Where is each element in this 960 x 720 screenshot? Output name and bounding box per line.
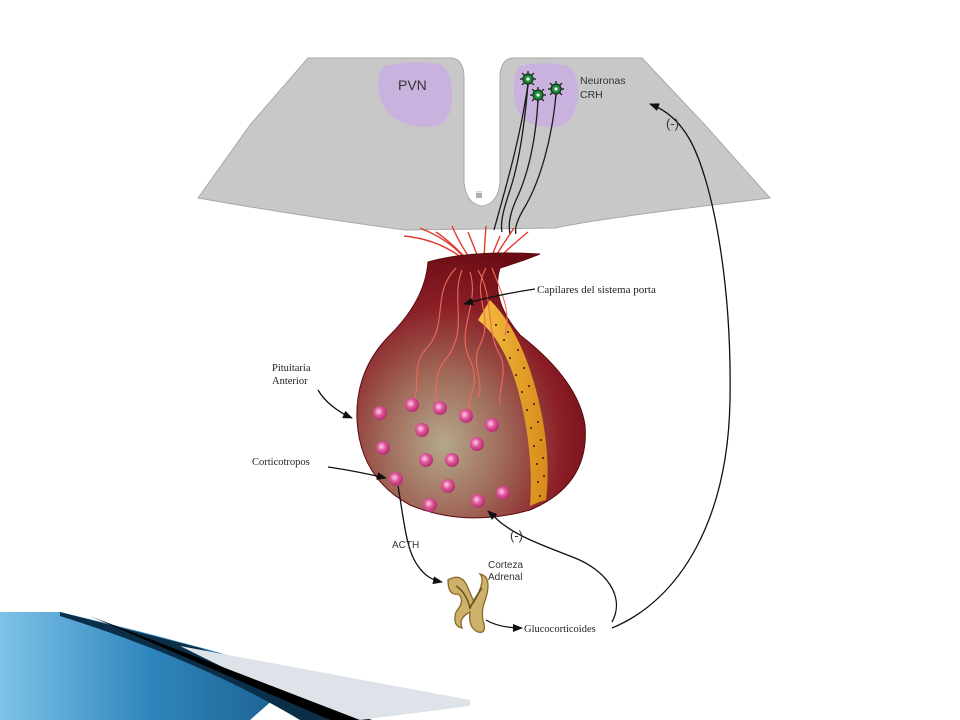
cell [415, 423, 429, 437]
label-corticotropos: Corticotropos [252, 457, 310, 468]
label-corteza: Corteza [488, 560, 523, 571]
label-neuronas: Neuronas [580, 75, 626, 87]
label-third-ventricle: iii [476, 190, 482, 200]
label-pvn: PVN [398, 77, 427, 93]
crh-neuron-3 [548, 81, 564, 97]
label-anterior: Anterior [272, 376, 308, 387]
cell [485, 418, 499, 432]
label-capilares: Capilares del sistema porta [537, 284, 656, 296]
cell [405, 398, 419, 412]
pvn-nucleus-left [378, 62, 452, 127]
hypothalamus [197, 57, 772, 231]
crh-axons [493, 83, 557, 235]
cell [470, 437, 484, 451]
cell [459, 409, 473, 423]
arrows [317, 103, 731, 632]
label-adrenal: Adrenal [488, 572, 522, 583]
label-acth: ACTH [392, 540, 419, 551]
anterior-pituitary [356, 252, 586, 519]
label-glucocorticoides: Glucocorticoides [524, 624, 596, 635]
cell [373, 406, 387, 420]
cell [471, 494, 485, 508]
corticotrope-cells [373, 398, 510, 512]
slide-stripe-decoration [0, 612, 470, 720]
label-pituitaria: Pituitaria [272, 363, 311, 374]
arrow-capilares [463, 288, 536, 306]
arrow-feedback-hypothalamus [611, 103, 731, 629]
cell [389, 472, 403, 486]
label-feedback-pituitary: (-) [510, 528, 523, 543]
crh-neuron-1 [520, 71, 536, 87]
cell [419, 453, 433, 467]
arrow-acth [397, 485, 443, 585]
cell [445, 453, 459, 467]
label-feedback-hypothalamus: (-) [666, 116, 679, 131]
arrow-pituitaria [317, 389, 353, 419]
cell [496, 486, 510, 500]
cell [423, 498, 437, 512]
arrow-corticotropos [327, 466, 387, 480]
cell [433, 401, 447, 415]
cell [376, 441, 390, 455]
adrenal-gland [447, 573, 489, 633]
portal-capillaries-inner [413, 267, 508, 413]
arrow-glucocorticoides [485, 619, 523, 632]
posterior-band [478, 300, 548, 506]
label-crh: CRH [580, 89, 603, 101]
cell [441, 479, 455, 493]
arrow-feedback-pituitary [487, 510, 618, 623]
